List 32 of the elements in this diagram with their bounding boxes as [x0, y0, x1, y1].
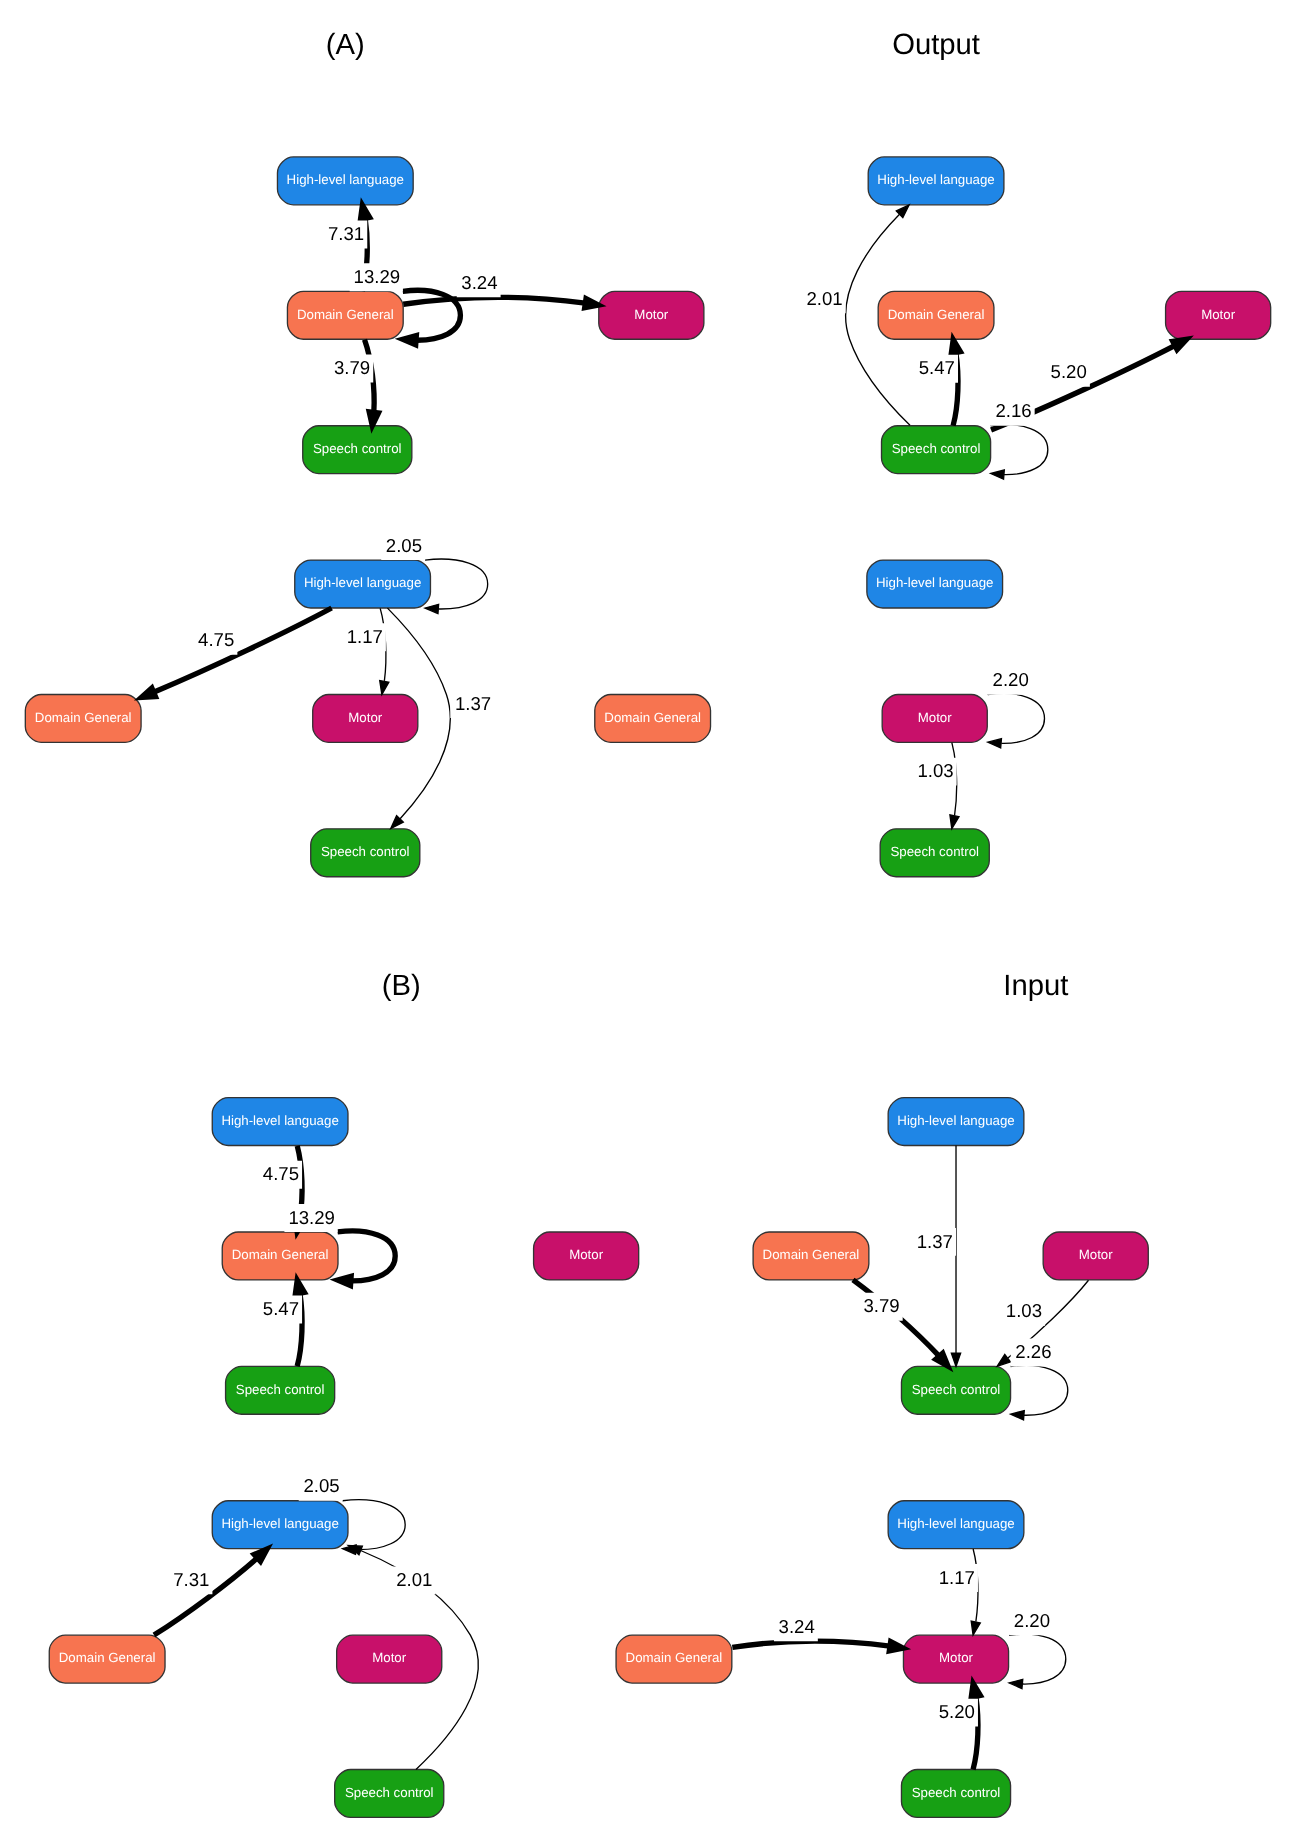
edge-label: 13.29	[353, 266, 401, 287]
edge-label: 3.79	[863, 1296, 900, 1317]
edge-label: 1.37	[454, 693, 492, 714]
edge-label: 3.24	[461, 272, 498, 293]
edge-label: 1.03	[1005, 1301, 1043, 1322]
edge-label: 1.37	[916, 1231, 953, 1252]
edge-label: 1.03	[917, 761, 954, 782]
edge-label: 3.79	[334, 358, 371, 379]
edge-label: 1.17	[346, 626, 383, 647]
edge-label: 3.24	[778, 1616, 815, 1637]
edge-label: 5.20	[1050, 362, 1087, 383]
label: (B)	[381, 970, 421, 1003]
edge-label: 1.17	[938, 1567, 975, 1588]
edge-label: 7.31	[173, 1569, 210, 1590]
edge-label: 2.26	[1015, 1342, 1052, 1363]
edge-label: 2.16	[995, 401, 1032, 422]
edge-label: 13.29	[288, 1207, 335, 1228]
edge-label: 4.75	[198, 630, 235, 651]
edge-label: 2.01	[396, 1570, 433, 1591]
label: (A)	[325, 29, 365, 62]
edge-label: 2.05	[303, 1476, 340, 1497]
edge-label: 2.20	[992, 670, 1029, 691]
edge-label: 2.05	[385, 535, 423, 556]
edge-label: 7.31	[328, 224, 365, 245]
edge-label: 2.20	[1013, 1610, 1051, 1631]
edge-label: 5.47	[262, 1299, 300, 1320]
edge-label: 2.01	[806, 288, 843, 309]
edge-label: 4.75	[262, 1164, 300, 1185]
label: Output	[892, 29, 980, 62]
edge-label: 5.47	[918, 358, 955, 379]
edge-label: 5.20	[938, 1702, 975, 1723]
label: Input	[1003, 970, 1069, 1003]
